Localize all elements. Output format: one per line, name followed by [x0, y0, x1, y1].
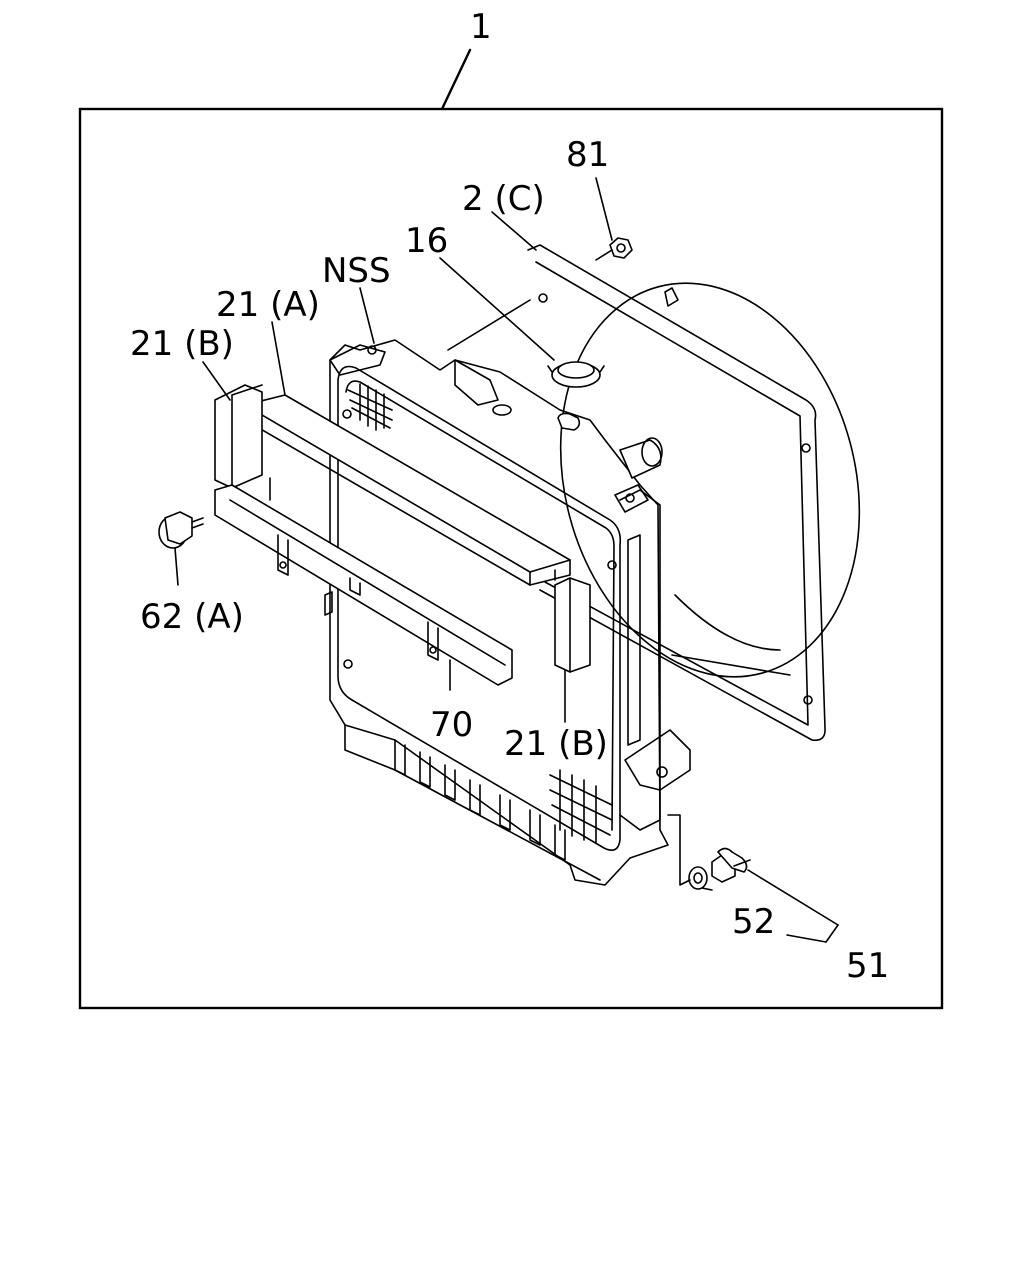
label-assembly: 1 — [470, 7, 492, 47]
label-nss: NSS — [322, 251, 391, 291]
label-radiator-cap: 16 — [405, 221, 448, 261]
leader-lines — [174, 177, 839, 943]
drain-plug-assembly — [667, 814, 751, 890]
shroud-bolt — [595, 237, 633, 261]
bracket-21b-right — [554, 577, 591, 673]
label-bracket-b-right: 21 (B) — [504, 724, 608, 764]
bracket-21b-left — [214, 384, 263, 489]
bolt-62a — [158, 511, 204, 549]
label-drain-plug: 51 — [846, 946, 889, 986]
radiator-cap — [547, 361, 605, 388]
label-washer: 52 — [732, 902, 775, 942]
core-mesh-bottom — [549, 769, 613, 843]
label-fan-shroud: 2 (C) — [462, 179, 545, 219]
label-shroud-bolt: 81 — [566, 135, 609, 175]
assembly-leader-line — [440, 48, 472, 111]
core-bottom-fins — [344, 724, 601, 881]
label-bracket-a: 21 (A) — [216, 285, 320, 325]
radiator-core — [324, 339, 691, 886]
core-mesh-top — [347, 383, 393, 431]
assembly-frame — [78, 107, 944, 1010]
label-plate: 70 — [430, 705, 473, 745]
plate-70 — [214, 477, 513, 686]
label-bracket-b-left: 21 (B) — [130, 324, 234, 364]
fan-shroud — [527, 244, 861, 742]
label-bolt: 62 (A) — [140, 597, 244, 637]
